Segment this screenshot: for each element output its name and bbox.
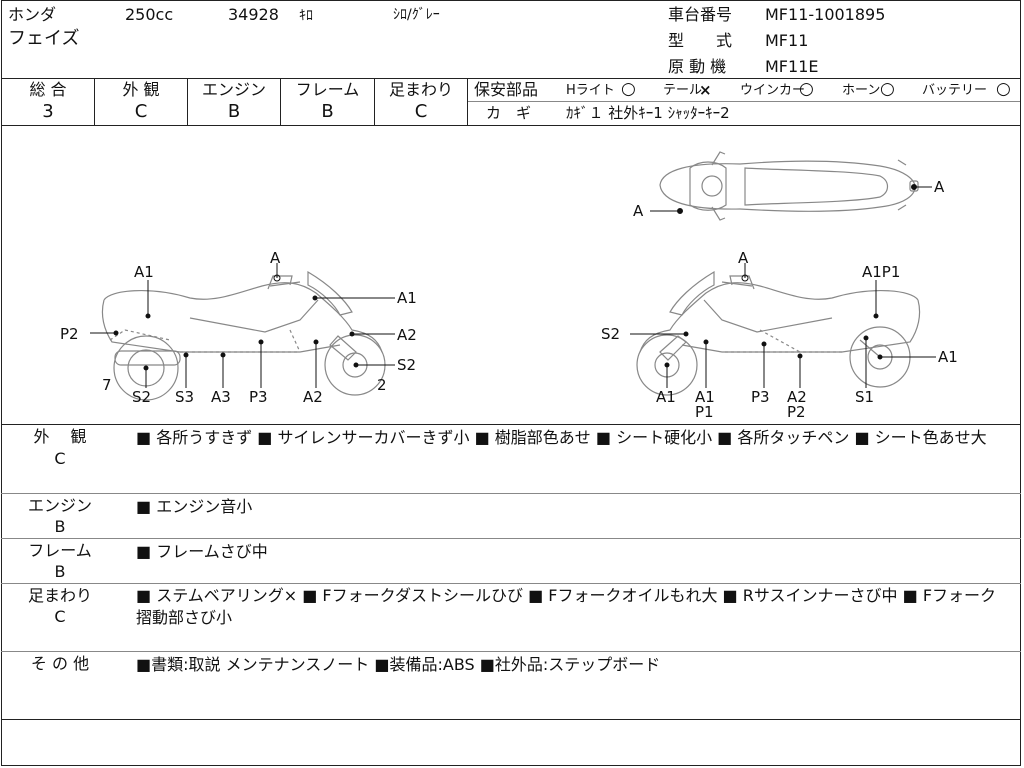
section-divider <box>1 583 1021 584</box>
grade-divider <box>187 78 188 125</box>
engine-label: 原 動 機 <box>668 57 727 76</box>
diagram-label: S1 <box>855 388 874 406</box>
diagram-label: P3 <box>249 388 268 406</box>
section-divider <box>1 651 1021 652</box>
grade-value-overall: 3 <box>42 101 54 122</box>
safety-mark-battery: ○ <box>996 79 1011 99</box>
grade-value-frame: B <box>321 101 334 122</box>
engine-value: MF11E <box>765 57 819 76</box>
diagram-label: A1P1 <box>862 263 900 281</box>
section-text-suspension: ■ ステムベアリング× ■ Fフォークダストシールひび ■ Fフォークオイルもれ… <box>136 586 997 627</box>
frame-no-label: 車台番号 <box>668 5 733 24</box>
safety-item-horn: ホーン <box>842 83 881 98</box>
section-grade-frame: B <box>54 562 66 581</box>
diagram-label: A2 <box>303 388 323 406</box>
scooter-left-view-icon <box>101 270 386 401</box>
diagram-label: P1 <box>695 403 714 421</box>
section-divider <box>1 538 1021 539</box>
diagram-label: A1 <box>695 388 715 406</box>
damage-diagram: A1 A A1 P2 A2 S2 7 S2 S3 A3 P3 A2 2 A A1… <box>60 151 958 421</box>
safety-mark-horn: ○ <box>880 79 895 99</box>
diagram-label: A <box>270 249 281 267</box>
diagram-label: A2 <box>787 388 807 406</box>
section-label-exterior: 外 観 <box>33 427 87 446</box>
diagram-label: A <box>934 178 945 196</box>
diagram-label: A3 <box>211 388 231 406</box>
mileage-unit: ｷﾛ <box>299 8 313 24</box>
grade-divider <box>94 78 95 125</box>
grade-row-bottom <box>1 125 1021 126</box>
diagram-label: P3 <box>751 388 770 406</box>
displacement: 250cc <box>125 5 174 24</box>
grade-label-suspension: 足まわり <box>388 80 453 99</box>
diagram-label: 2 <box>377 376 387 394</box>
section-label-engine: エンジン <box>27 496 92 515</box>
section-text-other: ■書類:取説 メンテナンスノート ■装備品:ABS ■社外品:ステップボード <box>136 655 661 674</box>
safety-mark-winker: ○ <box>799 79 814 99</box>
diagram-label: A1 <box>656 388 676 406</box>
key-label: カ ギ <box>486 104 532 122</box>
section-label-suspension: 足まわり <box>27 586 92 605</box>
grade-row-top <box>1 78 1021 79</box>
section-label-frame: フレーム <box>28 541 92 560</box>
grade-value-engine: B <box>227 101 241 122</box>
body-color: ｼﾛ/ｸﾞﾚｰ <box>393 7 440 23</box>
safety-item-battery: バッテリー <box>922 83 988 98</box>
section-grade-suspension: C <box>54 607 66 626</box>
safety-mark-tail: × <box>699 81 712 99</box>
grade-label-engine: エンジン <box>201 80 266 99</box>
maker: ホンダ <box>8 5 57 24</box>
grade-label-exterior: 外 観 <box>122 80 160 99</box>
sections-bottom-line <box>1 719 1021 720</box>
model-name: フェイズ <box>8 28 80 49</box>
grade-value-suspension: C <box>414 101 428 122</box>
diagram-label: A <box>633 202 644 220</box>
section-label-other: そ の 他 <box>30 654 90 673</box>
diagram-label: P2 <box>60 325 79 343</box>
section-text-frame: ■ フレームさび中 <box>136 542 268 561</box>
type-label: 型 式 <box>668 31 733 50</box>
scooter-top-view-icon <box>659 151 919 221</box>
safety-item-winker: ウインカー <box>740 83 806 98</box>
diagram-label: S3 <box>175 388 194 406</box>
diagram-label: A <box>738 249 749 267</box>
type-value: MF11 <box>765 31 809 50</box>
grade-divider <box>374 78 375 125</box>
grade-divider <box>467 78 468 125</box>
safety-label: 保安部品 <box>474 80 539 99</box>
section-text-exterior: ■ 各所うすきず ■ サイレンサーカバーきず小 ■ 樹脂部色あせ ■ シート硬化… <box>136 428 987 447</box>
diagram-label: A1 <box>397 289 417 307</box>
grade-value-exterior: C <box>134 101 148 122</box>
diagram-label: P2 <box>787 403 806 421</box>
safety-divider <box>468 101 1020 102</box>
diagram-label: A1 <box>938 348 958 366</box>
grade-label-overall: 総 合 <box>29 80 67 99</box>
section-grade-exterior: C <box>54 449 66 468</box>
diagram-label: A1 <box>134 263 154 281</box>
diagram-label: 7 <box>102 376 112 394</box>
diagram-label: S2 <box>601 325 620 343</box>
diagram-label: S2 <box>132 388 151 406</box>
safety-item-tail: テール <box>663 83 703 98</box>
key-text: ｶｷﾞ１ 社外ｷｰ1 ｼｬｯﾀｰｷｰ2 <box>566 104 730 122</box>
diagram-label: A2 <box>397 326 417 344</box>
safety-item-headlight: Hライト <box>566 83 615 98</box>
frame-no: MF11-1001895 <box>765 5 886 24</box>
diagram-label: S2 <box>397 356 416 374</box>
grade-label-frame: フレーム <box>295 80 360 99</box>
section-divider <box>1 493 1021 494</box>
section-grade-engine: B <box>54 517 66 536</box>
section-text-engine: ■ エンジン音小 <box>136 497 253 516</box>
mileage: 34928 <box>228 5 279 24</box>
safety-mark-headlight: ○ <box>621 79 636 99</box>
diagram-bottom-line <box>1 424 1021 425</box>
grade-divider <box>280 78 281 125</box>
